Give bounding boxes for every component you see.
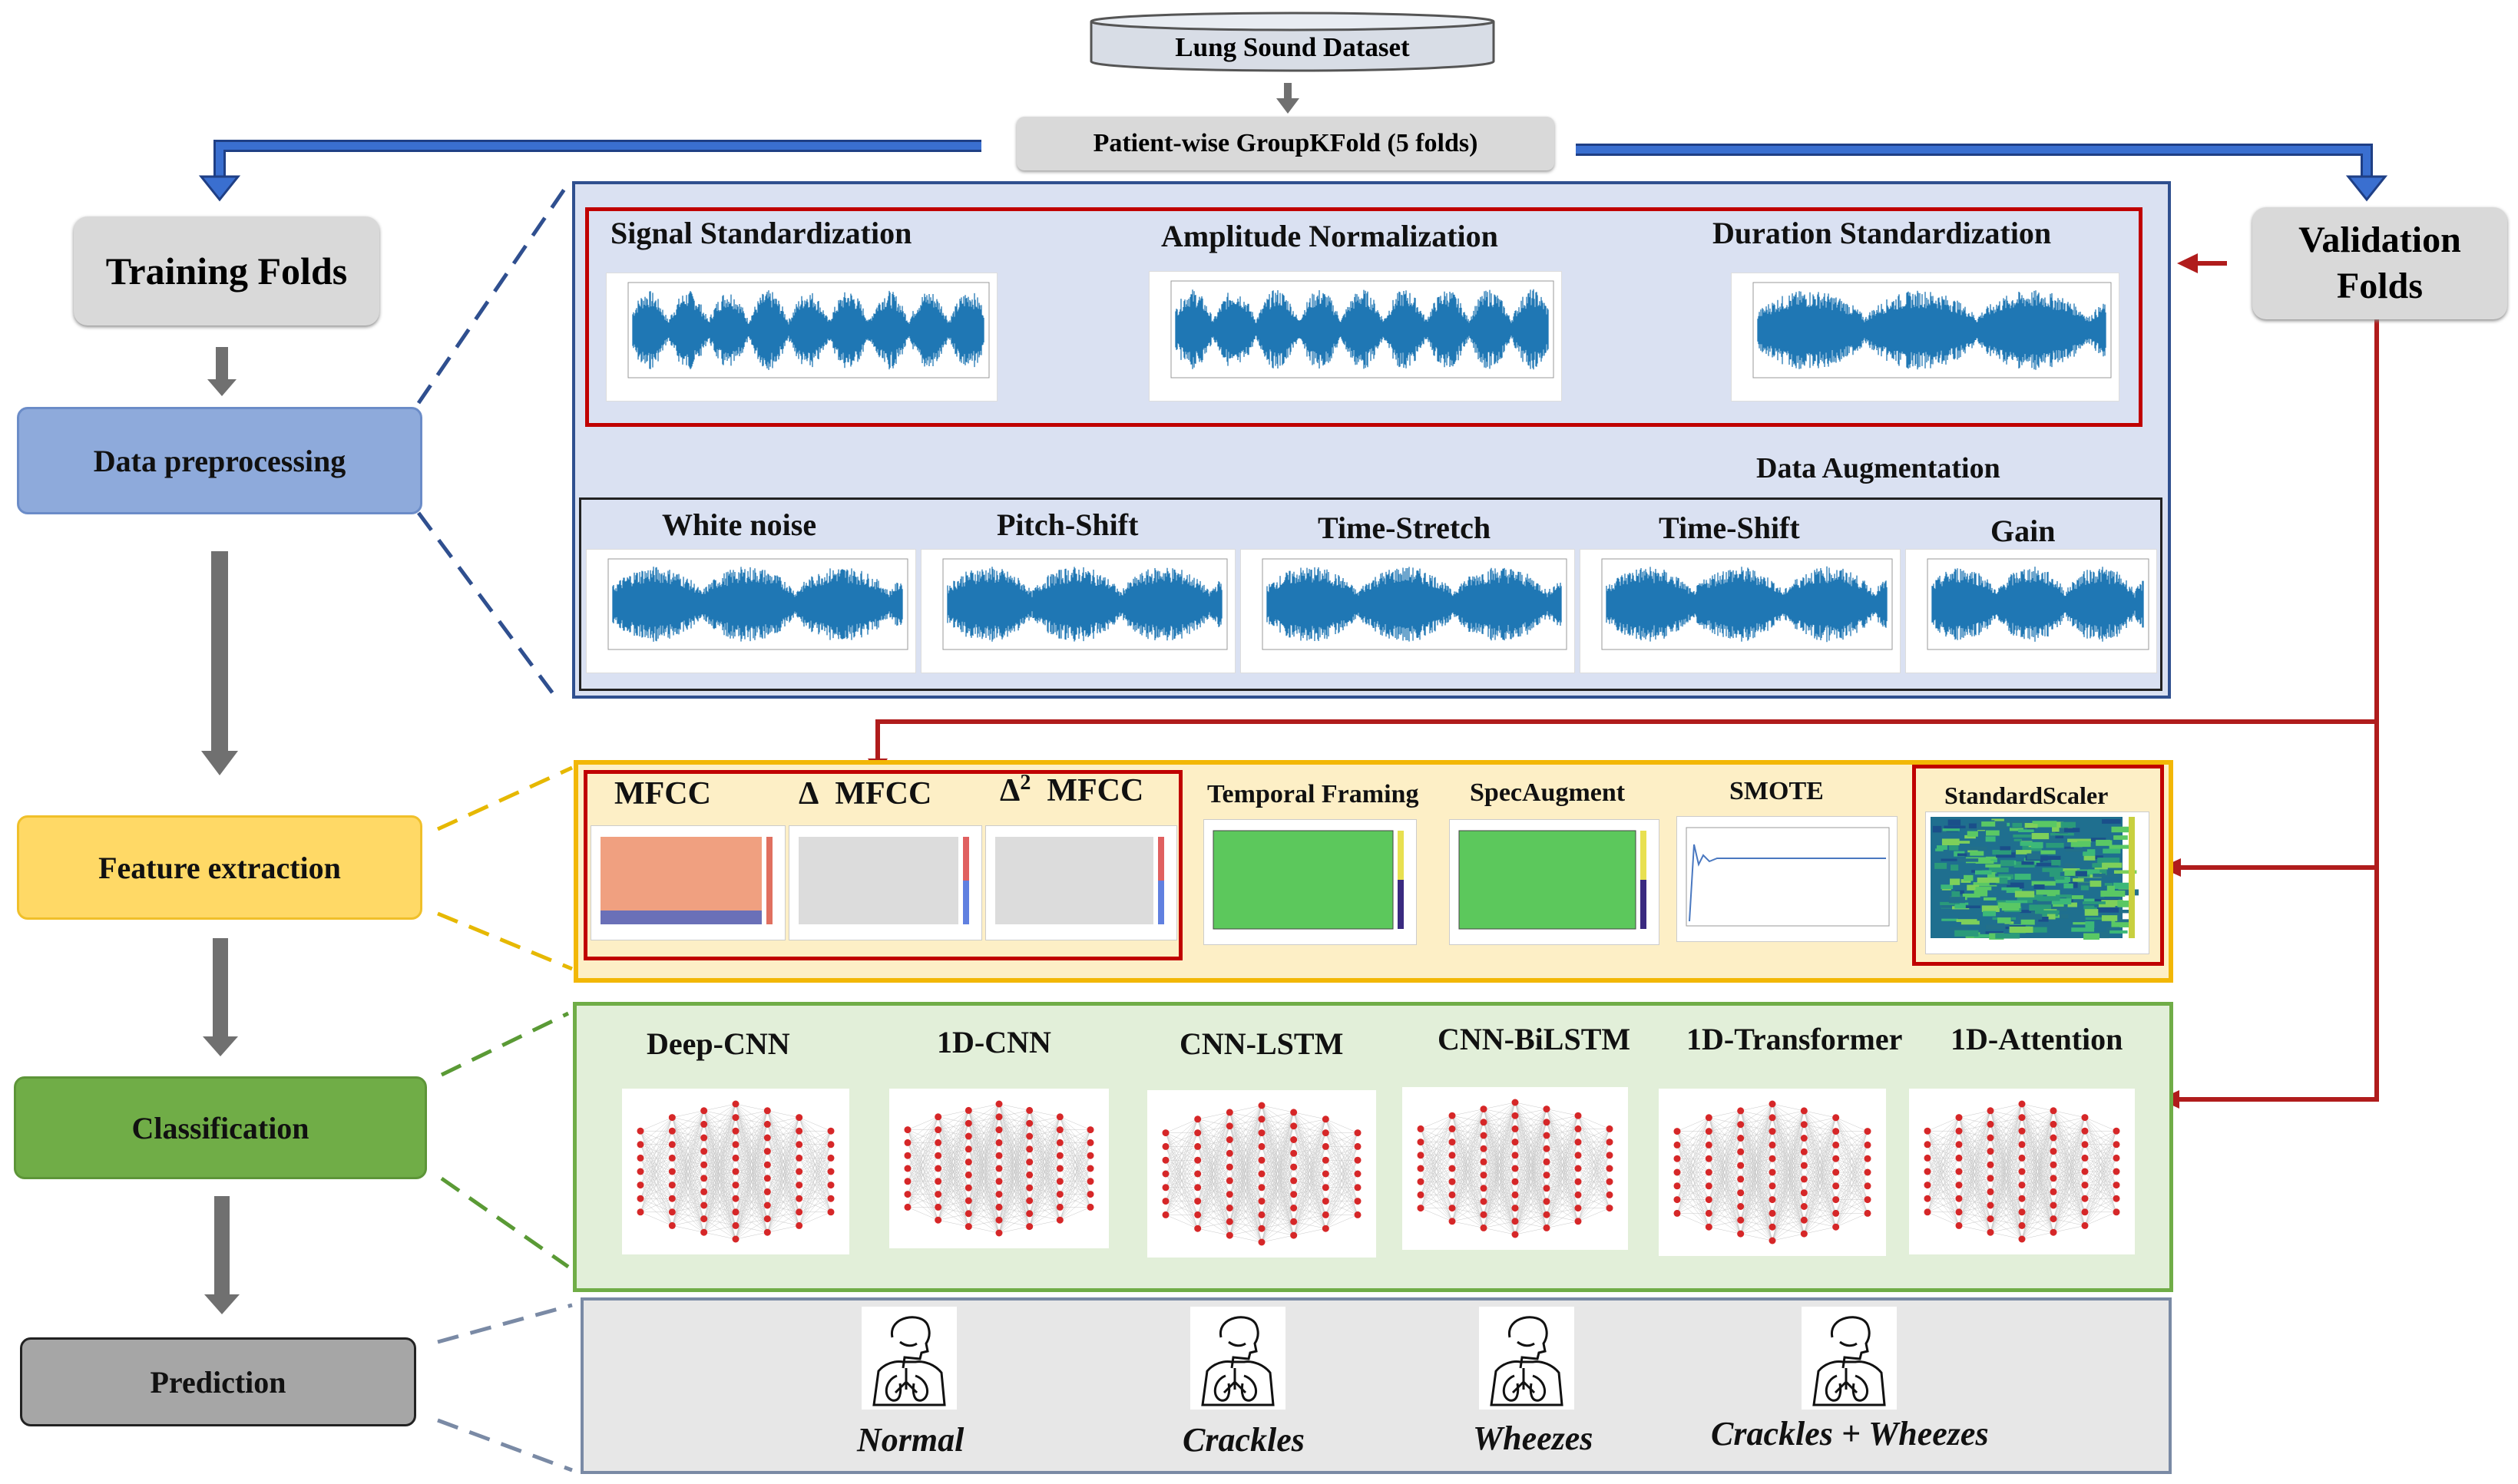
split-to-validation-arrow: [1576, 144, 2388, 202]
feat-mfcc: MFCC: [614, 776, 711, 811]
step-amplitude-normalization: Amplitude Normalization: [1161, 219, 1498, 253]
stage-prediction: Prediction: [20, 1337, 416, 1426]
mfcc-group-box: [584, 770, 1183, 960]
nn-cnn-bilstm: [1402, 1087, 1628, 1250]
feat-delta2-mfcc: Δ2 MFCC: [1000, 771, 1143, 809]
model-cnn-lstm: CNN-LSTM: [1180, 1026, 1344, 1061]
data-augmentation-title: Data Augmentation: [1756, 452, 2000, 484]
feat-standardscaler: StandardScaler: [1944, 782, 2109, 809]
delta2-mfcc-heatmap: [986, 826, 1176, 940]
delta-symbol: Δ: [799, 776, 819, 811]
aug-time-shift: Time-Shift: [1659, 511, 1800, 545]
stage-data-preprocessing: Data preprocessing: [17, 407, 422, 514]
stage-classification-label: Classification: [131, 1110, 309, 1145]
split-box: Patient-wise GroupKFold (5 folds): [1017, 117, 1554, 170]
nn-1d-cnn: [889, 1089, 1109, 1248]
feat-delta-mfcc: Δ MFCC: [799, 775, 931, 812]
smote-plot: [1677, 817, 1897, 941]
step-duration-standardization: Duration Standardization: [1712, 216, 2052, 250]
nn-1d-transformer: [1659, 1089, 1886, 1256]
wave-time-stretch: [1241, 550, 1574, 673]
aug-time-stretch: Time-Stretch: [1318, 511, 1491, 545]
validation-routing: [875, 261, 2379, 1102]
lung-icon-crackles-wheezes: [1802, 1307, 1897, 1410]
stage-classification: Classification: [14, 1076, 427, 1179]
aug-gain: Gain: [1990, 514, 2056, 548]
aug-pitch-shift: Pitch-Shift: [997, 507, 1139, 542]
dataset-cylinder: Lung Sound Dataset: [1089, 11, 1496, 72]
model-1d-attention: 1D-Attention: [1951, 1022, 2123, 1056]
stage-feature-extraction: Feature extraction: [17, 815, 422, 920]
delta-mfcc-heatmap: [789, 826, 981, 940]
wave-signal-standardization: [607, 273, 997, 401]
specaugment-plot: [1450, 820, 1659, 944]
lung-icon-normal: [862, 1307, 957, 1410]
wave-time-shift: [1580, 550, 1900, 673]
training-folds-box: Training Folds: [74, 216, 379, 326]
feat-temporal-framing: Temporal Framing: [1207, 780, 1419, 808]
stage-feature-label: Feature extraction: [98, 850, 341, 885]
delta-mfcc-label: MFCC: [835, 776, 932, 811]
feat-specaugment: SpecAugment: [1470, 778, 1626, 807]
dataset-to-split-arrow: [1276, 83, 1299, 114]
split-label: Patient-wise GroupKFold (5 folds): [1093, 129, 1478, 157]
model-1d-cnn: 1D-CNN: [937, 1025, 1051, 1059]
output-wheezes: Wheezes: [1473, 1420, 1593, 1457]
prediction-panel: [581, 1297, 2172, 1474]
model-deep-cnn: Deep-CNN: [647, 1026, 790, 1061]
aug-white-noise: White noise: [662, 507, 817, 542]
output-crackles: Crackles: [1183, 1421, 1305, 1459]
lung-icon-crackles: [1190, 1307, 1285, 1410]
nn-1d-attention: [1909, 1089, 2135, 1254]
wave-duration-standardization: [1732, 273, 2119, 401]
split-to-training-arrow: [198, 140, 981, 202]
delta2-mfcc-label: MFCC: [1047, 773, 1144, 808]
zoom-lines: [416, 184, 574, 1472]
augmentation-box: [579, 497, 2162, 691]
feat-smote: SMOTE: [1729, 777, 1824, 805]
model-cnn-bilstm: CNN-BiLSTM: [1438, 1022, 1631, 1056]
wave-gain: [1906, 550, 2156, 673]
delta2-symbol: Δ: [1000, 773, 1021, 808]
standardscaler-heatmap: [1926, 812, 2149, 954]
wave-pitch-shift: [922, 550, 1235, 673]
mfcc-heatmap: [591, 826, 785, 940]
dataset-label: Lung Sound Dataset: [1175, 32, 1410, 62]
step-signal-standardization: Signal Standardization: [610, 216, 912, 250]
validation-label-line1: Validation: [2298, 220, 2461, 260]
validation-label-line2: Folds: [2336, 266, 2424, 306]
cylinder-icon: [1090, 12, 1495, 72]
stage-flow-arrows: [201, 347, 240, 1314]
delta2-superscript: 2: [1020, 771, 1031, 795]
output-normal: Normal: [857, 1421, 965, 1459]
nn-cnn-lstm: [1147, 1090, 1376, 1258]
standardization-box: [585, 207, 2142, 427]
scaler-box: [1912, 765, 2164, 966]
validation-folds-box: Validation Folds: [2252, 207, 2507, 319]
nn-deep-cnn: [622, 1089, 849, 1254]
lung-icon-wheezes: [1479, 1307, 1574, 1410]
temporal-framing-plot: [1204, 820, 1416, 944]
wave-white-noise: [587, 550, 915, 673]
output-crackles-wheezes: Crackles + Wheezes: [1711, 1415, 1989, 1453]
stage-preprocessing-label: Data preprocessing: [93, 443, 346, 478]
training-label: Training Folds: [105, 250, 348, 293]
stage-prediction-label: Prediction: [150, 1364, 286, 1400]
wave-amplitude-normalization: [1150, 272, 1561, 401]
model-1d-transformer: 1D-Transformer: [1686, 1022, 1903, 1056]
